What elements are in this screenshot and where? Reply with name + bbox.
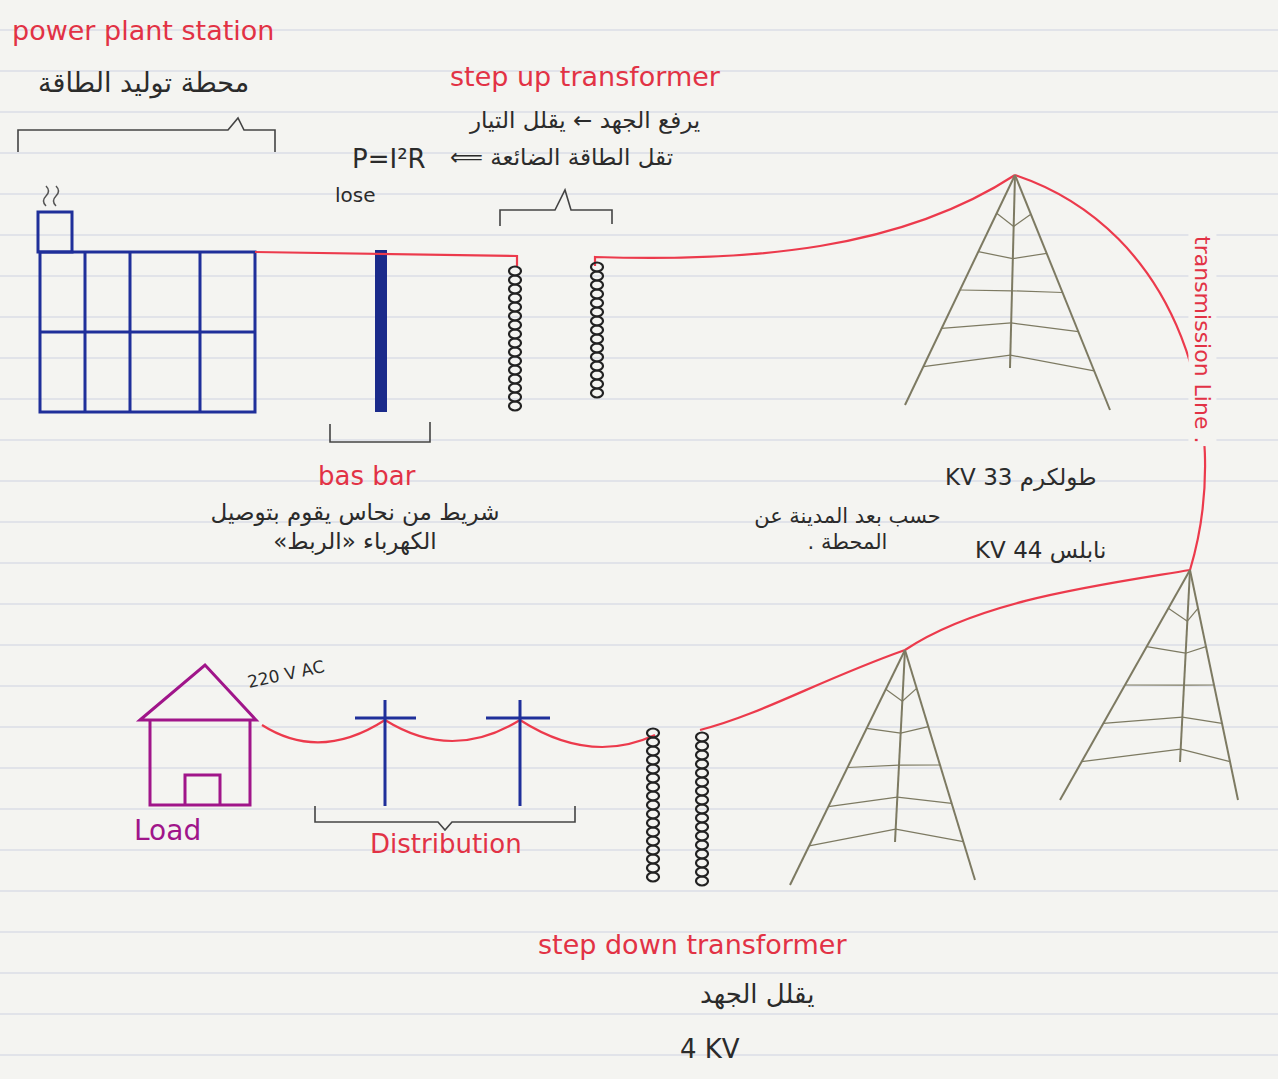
note-arabic: حسب بعد المدينة عن المحطة . [730,503,965,556]
power-plant-building [38,212,255,412]
transformer-heading: step down transformer [538,928,847,962]
voltage-note: طولكرم 33 KV [945,463,1097,492]
smoke [44,186,59,206]
plant-arabic-heading: محطة توليد الطاقة [38,66,249,100]
note-arabic: شريط من نحاس يقوم بتوصيل الكهرباء «الربط… [205,498,505,556]
busbar [375,250,387,412]
plant-heading: power plant station [12,14,274,48]
load-label: Load [134,813,201,848]
load-house: Load [128,655,268,855]
note-arabic: يرفع الجهد ← يقلل التيار [470,106,700,135]
note-arabic: يقلل الجهد [700,978,815,1011]
transformer-heading: step up transformer [450,60,720,94]
power-plant: power plant station محطة توليد الطاقة [8,10,353,415]
formula: P=I²R [352,143,426,176]
busbar-heading: bas bar [318,460,415,493]
distribution-poles [355,700,550,806]
distribution-heading: Distribution [370,828,522,861]
voltage-note: نابلس 44 KV [975,536,1106,565]
power-line [255,175,1205,747]
note-arabic: تقل الطاقة الضائعة ⟸ [450,143,673,172]
transmission-heading: transmission Line . [1189,233,1217,446]
voltage-note: 220 V AC [246,656,327,693]
transmission-towers [790,175,1238,885]
transformer-coils [509,263,708,886]
notebook-rules [0,30,1278,1055]
brackets [18,118,612,830]
voltage-note: 4 KV [680,1033,740,1066]
note: lose [335,183,376,208]
